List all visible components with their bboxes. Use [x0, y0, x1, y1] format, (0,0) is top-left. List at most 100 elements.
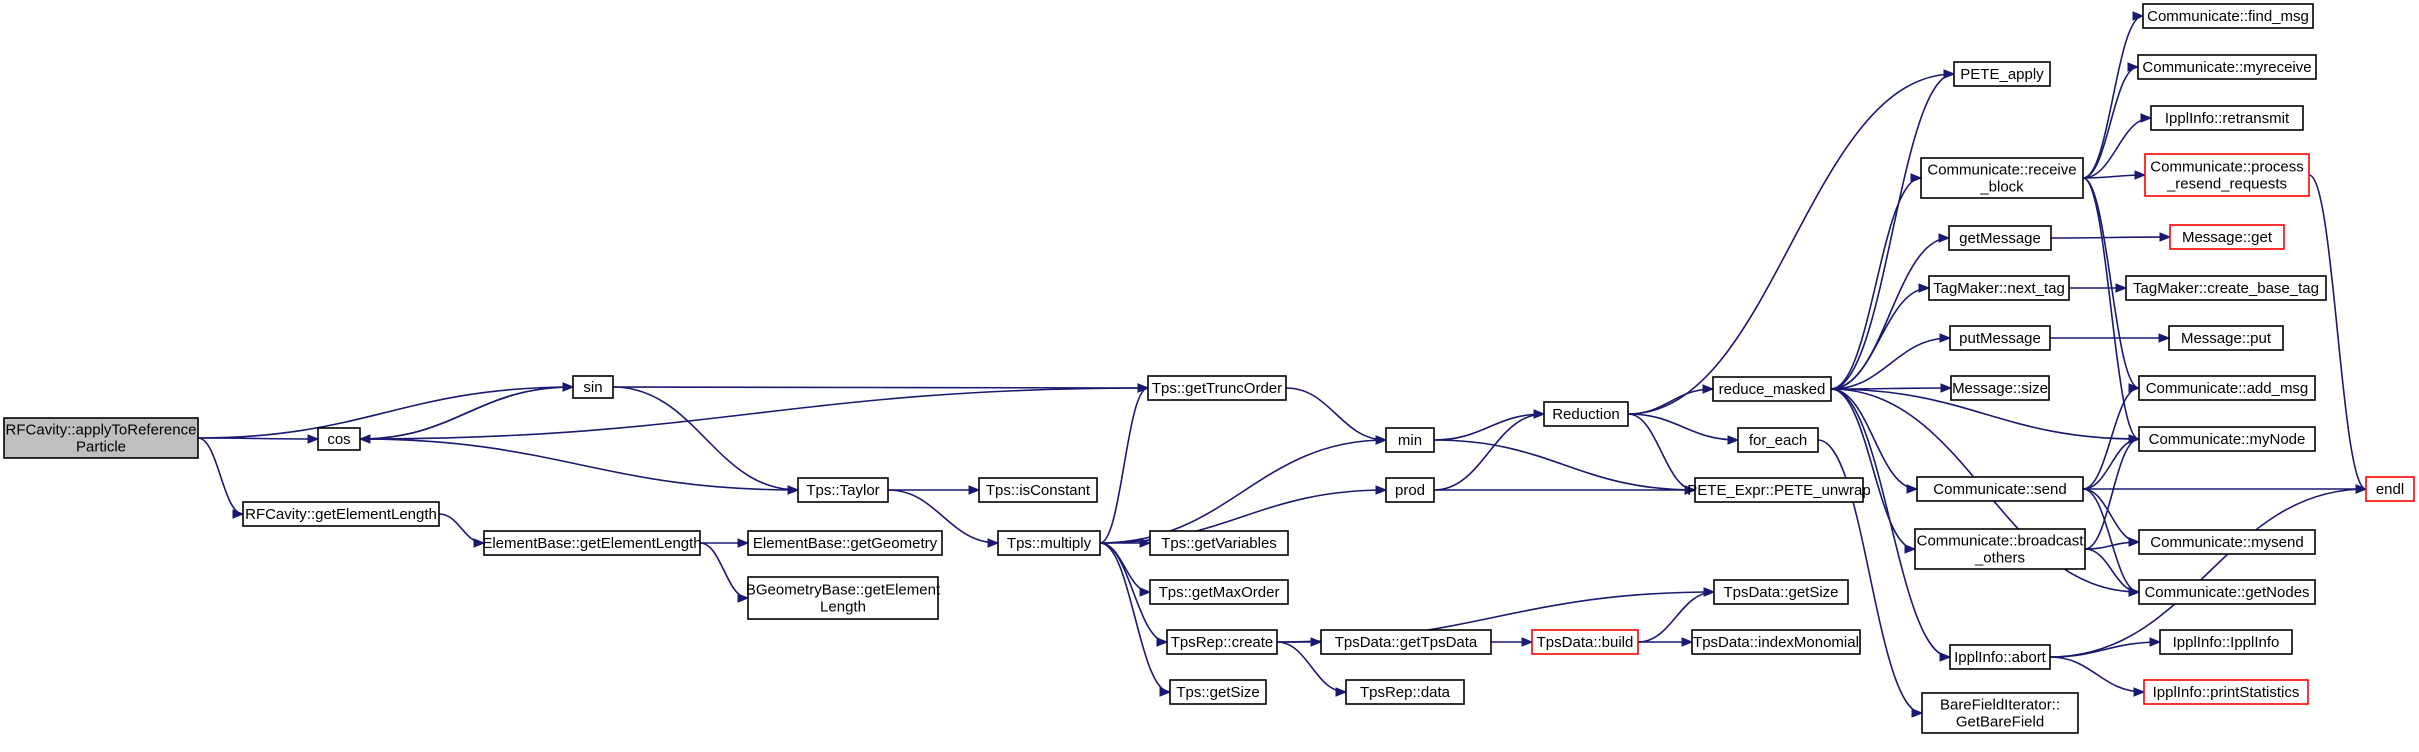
- arrowhead: [1702, 384, 1715, 394]
- node-printstats[interactable]: IpplInfo::printStatistics: [2143, 679, 2309, 705]
- node-label: Communicate::add_msg: [2146, 380, 2309, 397]
- node-resend[interactable]: Communicate::process_resend_requests: [2144, 153, 2310, 197]
- edge-min-to-reduction: [1433, 409, 1546, 441]
- node-tpsgetsize[interactable]: Tps::getSize: [1169, 679, 1267, 705]
- edge-line: [1830, 388, 1951, 658]
- edge-rfgetlen-to-ebgetlen: [438, 513, 486, 548]
- node-box: [1345, 679, 1465, 705]
- node-label: Communicate::broadcast: [1917, 533, 2085, 550]
- node-prod[interactable]: prod: [1385, 477, 1435, 503]
- node-getmsg[interactable]: getMessage: [1948, 225, 2052, 251]
- node-trunc[interactable]: Tps::getTruncOrder: [1147, 375, 1287, 401]
- arrowhead: [2159, 232, 2172, 242]
- arrowhead: [987, 538, 1000, 548]
- node-repcreate[interactable]: TpsRep::create: [1166, 629, 1278, 655]
- node-label: RFCavity::applyToReference: [6, 422, 197, 439]
- edge-taylor-to-multiply: [887, 489, 1000, 548]
- node-ebgetgeom[interactable]: ElementBase::getGeometry: [747, 530, 943, 556]
- node-box: [2143, 679, 2309, 705]
- node-getvars[interactable]: Tps::getVariables: [1149, 530, 1289, 556]
- node-endl[interactable]: endl: [2365, 476, 2415, 502]
- node-putmsg[interactable]: putMessage: [1949, 325, 2051, 351]
- edge-line: [2082, 177, 2140, 389]
- node-msgget[interactable]: Message::get: [2169, 224, 2285, 250]
- edge-line: [2049, 488, 2367, 658]
- node-mynode[interactable]: Communicate::myNode: [2138, 426, 2316, 452]
- node-repdata[interactable]: TpsRep::data: [1345, 679, 1465, 705]
- edge-cos-to-trunc: [359, 383, 1150, 440]
- arrowhead: [1375, 435, 1388, 445]
- edge-line: [2084, 548, 2140, 593]
- node-foreach[interactable]: for_each: [1737, 427, 1819, 453]
- node-reduction[interactable]: Reduction: [1543, 401, 1629, 427]
- arrowhead: [1910, 173, 1923, 183]
- node-peteapply[interactable]: PETE_apply: [1953, 61, 2051, 87]
- node-myreceive[interactable]: Communicate::myreceive: [2137, 54, 2317, 80]
- node-addmsg[interactable]: Communicate::add_msg: [2138, 375, 2316, 401]
- node-bgbgetlen[interactable]: BGeometryBase::getElementLength: [746, 576, 941, 620]
- node-indexmono[interactable]: TpsData::indexMonomial: [1691, 629, 1861, 655]
- node-gettpsdata[interactable]: TpsData::getTpsData: [1320, 629, 1492, 655]
- node-unwrap[interactable]: PETE_Expr::PETE_unwrap: [1687, 477, 1871, 503]
- edge-reduce-to-bcast: [1830, 388, 1917, 554]
- node-send[interactable]: Communicate::send: [1916, 476, 2084, 502]
- node-box: [1149, 530, 1289, 556]
- node-datagetsize[interactable]: TpsData::getSize: [1713, 579, 1849, 605]
- node-label: RFCavity::getElementLength: [245, 506, 437, 523]
- node-maxorder[interactable]: Tps::getMaxOrder: [1149, 579, 1289, 605]
- edge-line: [197, 386, 574, 439]
- node-box: [1928, 275, 2070, 301]
- arrowhead: [1938, 233, 1951, 243]
- edge-line: [2308, 174, 2367, 490]
- node-cos[interactable]: cos: [317, 427, 361, 451]
- edge-line: [1830, 388, 2140, 440]
- node-isconst[interactable]: Tps::isConstant: [978, 477, 1098, 503]
- node-multiply[interactable]: Tps::multiply: [997, 530, 1101, 556]
- node-msgsize[interactable]: Message::size: [1950, 375, 2050, 401]
- node-sin[interactable]: sin: [572, 375, 614, 399]
- node-retransmit[interactable]: IpplInfo::retransmit: [2150, 105, 2304, 131]
- node-label: Communicate::find_msg: [2147, 8, 2309, 25]
- node-label: Communicate::myNode: [2149, 431, 2306, 448]
- node-bare[interactable]: BareFieldIterator::GetBareField: [1921, 692, 2079, 734]
- node-ipplinfo[interactable]: IpplInfo::IpplInfo: [2159, 629, 2293, 655]
- node-label: Tps::getVariables: [1161, 535, 1277, 552]
- edge-line: [2082, 66, 2139, 179]
- edge-recvblock-to-retransmit: [2082, 113, 2153, 179]
- arrowhead: [2132, 11, 2145, 21]
- node-label: endl: [2376, 481, 2404, 498]
- arrowhead: [2127, 62, 2140, 72]
- edge-line: [612, 386, 1149, 389]
- node-box: [1531, 629, 1639, 655]
- node-label: TpsData::getSize: [1723, 584, 1838, 601]
- node-min[interactable]: min: [1385, 427, 1435, 453]
- arrowhead: [1939, 333, 1952, 343]
- node-abort[interactable]: IpplInfo::abort: [1949, 644, 2051, 670]
- node-ebgetlen[interactable]: ElementBase::getElementLength: [482, 530, 702, 556]
- arrowhead: [1940, 383, 1953, 393]
- node-nexttag[interactable]: TagMaker::next_tag: [1928, 275, 2070, 301]
- node-taylor[interactable]: Tps::Taylor: [797, 477, 889, 503]
- node-mysend[interactable]: Communicate::mysend: [2138, 529, 2316, 555]
- node-findmsg[interactable]: Communicate::find_msg: [2142, 3, 2314, 29]
- node-build[interactable]: TpsData::build: [1531, 629, 1639, 655]
- node-reduce[interactable]: reduce_masked: [1712, 376, 1832, 402]
- node-msgput[interactable]: Message::put: [2168, 325, 2284, 351]
- node-bcast[interactable]: Communicate::broadcast_others: [1914, 528, 2086, 570]
- edge-line: [2082, 387, 2140, 490]
- node-box: [1543, 401, 1629, 427]
- node-label: ElementBase::getElementLength: [482, 535, 701, 552]
- node-box: [997, 530, 1101, 556]
- edge-root-to-sin: [197, 382, 575, 439]
- node-box: [2168, 325, 2284, 351]
- node-getnodes[interactable]: Communicate::getNodes: [2138, 579, 2316, 605]
- node-box: [2138, 375, 2316, 401]
- node-basetag[interactable]: TagMaker::create_base_tag: [2125, 275, 2327, 301]
- edge-line: [2082, 15, 2144, 179]
- node-box: [1953, 61, 2051, 87]
- edge-multiply-to-tpsgetsize: [1099, 542, 1172, 697]
- node-box: [2138, 426, 2316, 452]
- node-recvblock[interactable]: Communicate::receive_block: [1920, 157, 2084, 199]
- node-rfgetlen[interactable]: RFCavity::getElementLength: [242, 501, 440, 527]
